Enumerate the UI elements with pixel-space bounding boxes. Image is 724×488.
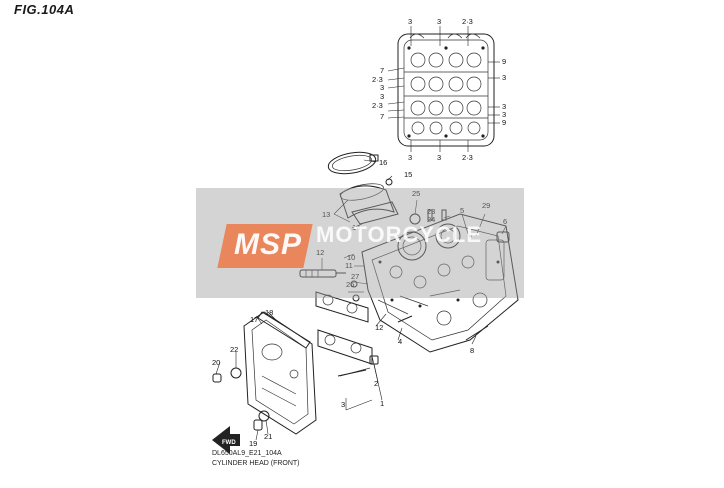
callout-10: 10 [347, 253, 355, 262]
callout-21: 21 [264, 432, 272, 441]
inset-callout-left-6: 7 [380, 112, 384, 121]
callout-11: 11 [345, 261, 353, 270]
cylinder-head-cover [243, 311, 317, 435]
inset-callout-top-2: 3 [437, 17, 441, 26]
inset-callout-top-3: 2·3 [462, 17, 473, 26]
callout-17: 17 [250, 315, 258, 324]
callout-15: 15 [404, 170, 412, 179]
inset-callout-bottom-2: 3 [437, 153, 441, 162]
callout-12-bottom: 12 [375, 323, 383, 332]
inset-callout-right-2: 3 [502, 73, 506, 82]
callout-22: 22 [230, 345, 238, 354]
callout-20: 20 [212, 358, 220, 367]
watermark-name: MOTORCYCLE [316, 222, 483, 247]
inset-callout-right-1: 9 [502, 57, 506, 66]
inset-callout-bottom-1: 3 [408, 153, 412, 162]
callout-6: 6 [503, 217, 507, 226]
figure-title: FIG.104A [14, 2, 75, 17]
inset-callout-left-5: 2·3 [372, 101, 383, 110]
camshaft-holders [315, 291, 379, 377]
callout-18: 18 [265, 308, 273, 317]
inset-callout-bottom-3: 2·3 [462, 153, 473, 162]
bolts-and-washers [212, 209, 510, 431]
inset-callout-left-2: 2·3 [372, 75, 383, 84]
figure-caption: DL650AL9_E21_104A CYLINDER HEAD (FRONT) [212, 449, 300, 469]
callout-3: 3 [341, 400, 345, 409]
forward-arrow: FWD [212, 426, 240, 454]
callout-23: 23 [427, 207, 435, 216]
forward-arrow-label: FWD [222, 440, 236, 446]
callout-26: 26 [346, 280, 354, 289]
callout-24: 24 [427, 215, 435, 224]
callout-27: 27 [351, 272, 359, 281]
callout-4: 4 [398, 337, 402, 346]
caption-name: CYLINDER HEAD (FRONT) [212, 460, 300, 467]
inset-callout-left-3: 3 [380, 83, 384, 92]
cylinder-head-body [361, 213, 519, 353]
inset-callout-right-3: 3 [502, 102, 506, 111]
callout-19: 19 [249, 439, 257, 448]
callout-numbers: 16 15 13 14 25 23 24 5 29 6 12 10 11 27 … [212, 158, 507, 448]
caption-code: DL650AL9_E21_104A [212, 450, 282, 457]
inset-callout-left-1: 7 [380, 66, 384, 75]
callout-5: 5 [460, 206, 464, 215]
callout-25: 25 [412, 189, 420, 198]
callout-16: 16 [379, 158, 387, 167]
leader-lines [215, 159, 507, 441]
callout-1: 1 [380, 399, 384, 408]
inset-callout-left-4: 3 [380, 92, 384, 101]
callout-12-top: 12 [316, 248, 324, 257]
intake-clamp-and-pipe [327, 151, 421, 225]
spark-plug [299, 269, 346, 278]
inset-callout-top-1: 3 [408, 17, 412, 26]
callout-13: 13 [322, 210, 330, 219]
callout-14: 14 [352, 223, 360, 232]
callout-8: 8 [470, 346, 474, 355]
callout-2: 2 [374, 379, 378, 388]
watermark-logo: MSP [234, 228, 303, 261]
callout-29: 29 [482, 201, 490, 210]
inset-callout-right-5: 9 [502, 118, 506, 127]
inset-callout-right-4: 3 [502, 110, 506, 119]
inset-head-top-view: 3 3 2·3 7 2·3 3 3 2·3 7 9 3 3 3 9 3 3 2·… [372, 17, 506, 162]
